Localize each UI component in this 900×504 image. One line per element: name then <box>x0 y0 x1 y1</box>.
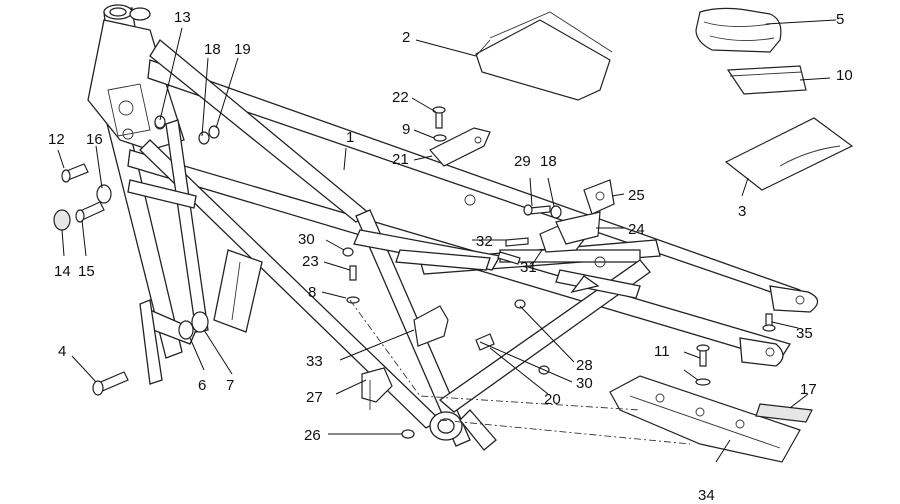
callout-9: 9 <box>402 121 410 138</box>
callout-4: 4 <box>58 343 66 360</box>
callout-11: 11 <box>654 343 670 360</box>
callout-17: 17 <box>800 381 817 398</box>
callout-16: 16 <box>86 131 103 148</box>
callout-25: 25 <box>628 187 645 204</box>
callout-32: 32 <box>476 233 493 250</box>
callout-30b: 30 <box>576 375 593 392</box>
callout-20: 20 <box>544 391 561 408</box>
leader-lines <box>57 19 837 463</box>
skid-plate <box>609 375 813 463</box>
callout-18b: 18 <box>540 153 557 170</box>
callout-29: 29 <box>514 153 531 170</box>
callout-8: 8 <box>308 284 316 301</box>
callout-35: 35 <box>796 325 813 342</box>
main-frame <box>87 4 819 451</box>
callout-18a: 18 <box>204 41 221 58</box>
callout-12: 12 <box>48 131 65 148</box>
document <box>724 117 854 191</box>
callout-26: 26 <box>304 427 321 444</box>
callout-24: 24 <box>628 221 645 238</box>
callout-6: 6 <box>198 377 206 394</box>
callout-31: 31 <box>520 259 537 276</box>
callout-33: 33 <box>306 353 323 370</box>
callout-15: 15 <box>78 263 95 280</box>
callout-19: 19 <box>234 41 251 58</box>
callout-34: 34 <box>698 487 715 504</box>
callout-labels: 1 2 3 4 5 6 7 8 9 10 11 12 13 14 15 16 1… <box>48 9 853 504</box>
callout-10: 10 <box>836 67 853 84</box>
callout-13: 13 <box>174 9 191 26</box>
callout-7: 7 <box>226 377 234 394</box>
callout-21: 21 <box>392 151 409 168</box>
callout-2: 2 <box>402 29 410 46</box>
tool-tray <box>475 11 613 101</box>
tool-bag <box>695 7 782 53</box>
callout-14: 14 <box>54 263 71 280</box>
center-hardware <box>342 106 776 439</box>
callout-3: 3 <box>738 203 746 220</box>
callout-28: 28 <box>576 357 593 374</box>
callout-23: 23 <box>302 253 319 270</box>
callout-22: 22 <box>392 89 409 106</box>
left-hardware <box>53 115 220 396</box>
manual <box>726 65 807 95</box>
callout-5: 5 <box>836 11 844 28</box>
callout-1: 1 <box>346 129 354 146</box>
callout-27: 27 <box>306 389 323 406</box>
callout-30a: 30 <box>298 231 315 248</box>
